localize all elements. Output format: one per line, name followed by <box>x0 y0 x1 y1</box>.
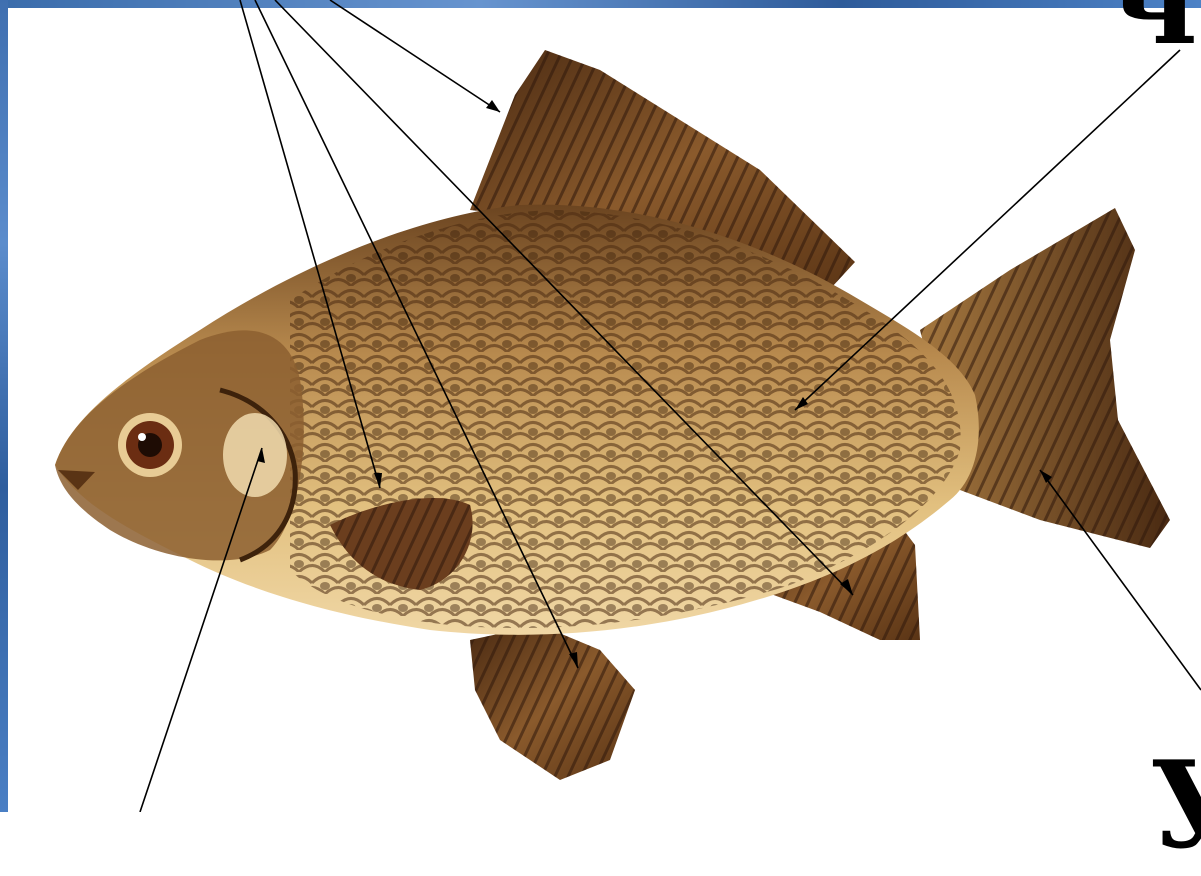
fish-illustration <box>0 0 1201 812</box>
pointer-line-dorsal-fin <box>330 0 500 112</box>
corner-letter-top: ч <box>1110 0 1198 62</box>
eye <box>118 413 182 477</box>
corner-letter-bottom: У <box>1150 746 1201 866</box>
pelvic-fin <box>470 625 635 780</box>
